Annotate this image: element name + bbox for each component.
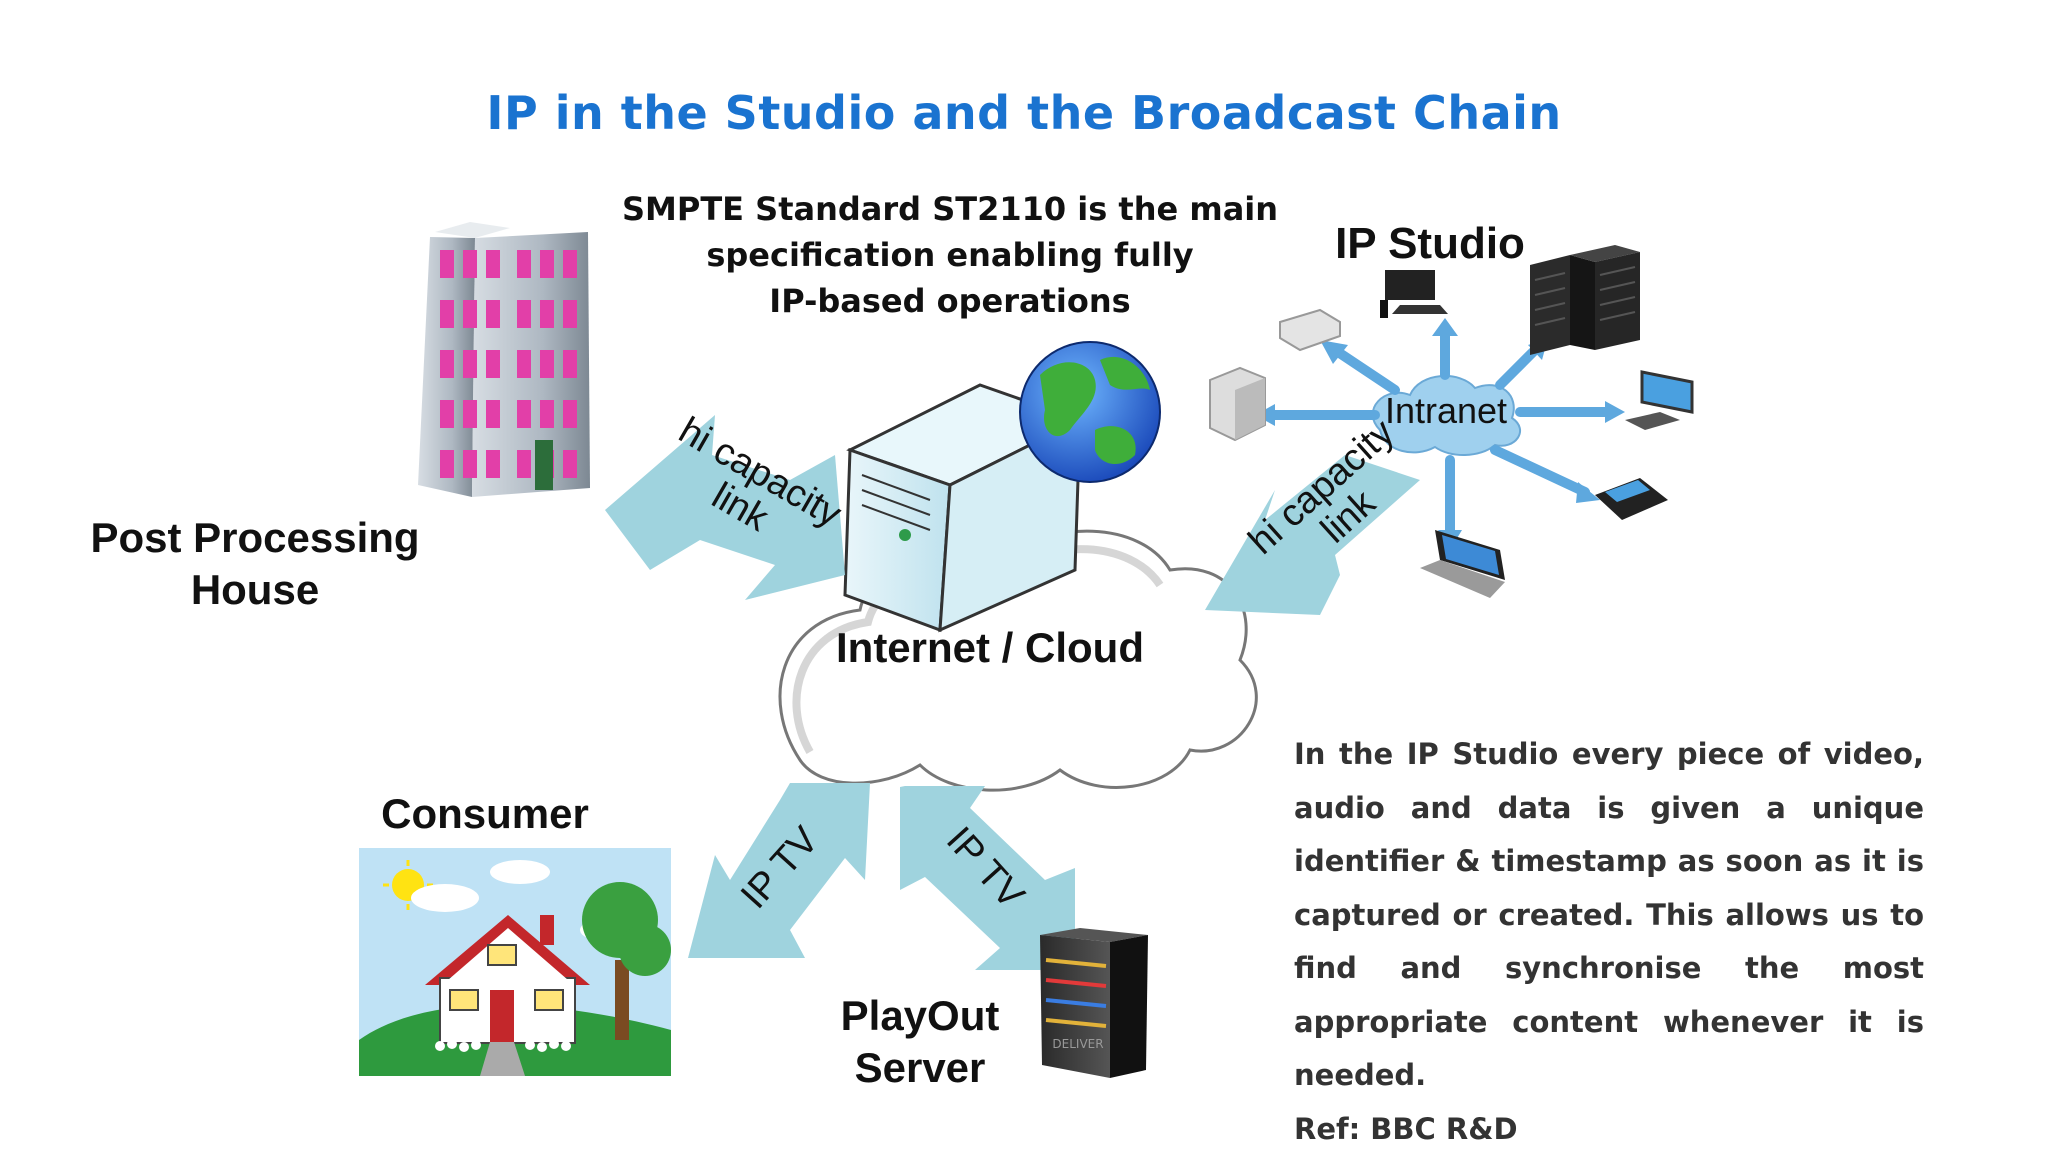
iptv-arrow-left [688, 783, 870, 958]
building-window [563, 300, 577, 328]
building-window [440, 450, 454, 478]
workstation-icon [1380, 270, 1448, 318]
building-window [486, 300, 500, 328]
building-window [463, 450, 477, 478]
smpte-line: IP-based operations [769, 282, 1131, 320]
smpte-line: SMPTE Standard ST2110 is the main [621, 190, 1279, 228]
building-icon [418, 222, 590, 497]
building-window [517, 300, 531, 328]
globe-icon [1019, 341, 1161, 483]
building-window [540, 350, 554, 378]
playout-server-icon: DELIVER [1040, 928, 1148, 1078]
pc-tower-icon [1209, 366, 1266, 442]
building-window [463, 300, 477, 328]
building-window [540, 400, 554, 428]
intranet-label: Intranet [1384, 390, 1508, 431]
monitor-icon [1625, 370, 1694, 430]
building-window [540, 250, 554, 278]
info-paragraph: In the IP Studio every piece of video, a… [1294, 737, 1924, 1092]
building-window [563, 350, 577, 378]
building-window [540, 300, 554, 328]
building-window [563, 450, 577, 478]
ip-studio-label: IP Studio [1335, 219, 1525, 268]
server-rack-icon [1530, 245, 1640, 355]
building-window [563, 250, 577, 278]
intranet-cluster [1209, 245, 1694, 598]
building-window [463, 350, 477, 378]
building-window [440, 250, 454, 278]
building-window [463, 400, 477, 428]
consumer-label: Consumer [381, 790, 589, 837]
building-window [440, 400, 454, 428]
phone-icon [1595, 478, 1668, 520]
link-arrow-right [1205, 455, 1420, 615]
arrows [605, 415, 1420, 970]
iptv-arrow-right [900, 786, 1075, 970]
consumer-house-picture [359, 848, 671, 1076]
building-window [486, 250, 500, 278]
internet-cloud-label: Internet / Cloud [836, 624, 1144, 671]
intranet-cloud-icon [1371, 375, 1522, 456]
reference-text: Ref: BBC R&D [1294, 1111, 1518, 1146]
building-window [517, 400, 531, 428]
page-title: IP in the Studio and the Broadcast Chain [486, 86, 1562, 140]
router-icon [1279, 308, 1341, 352]
building-window [517, 450, 531, 478]
laptop-icon [1420, 530, 1505, 598]
building-window [517, 250, 531, 278]
smpte-line: specification enabling fully [706, 236, 1194, 274]
post-processing-label: Post Processing House [90, 514, 420, 613]
building-window [517, 350, 531, 378]
server-brand-text: DELIVER [1052, 1037, 1103, 1051]
link-arrow-left [605, 415, 845, 600]
smpte-statement: SMPTE Standard ST2110 is the main specif… [600, 186, 1300, 324]
info-panel: In the IP Studio every piece of video, a… [1294, 728, 1924, 1156]
playout-server-label: PlayOut Server [840, 992, 1000, 1091]
building-window [463, 250, 477, 278]
building-window [486, 400, 500, 428]
building-window [486, 350, 500, 378]
building-window [440, 300, 454, 328]
building-window [440, 350, 454, 378]
building-window [563, 400, 577, 428]
building-window [486, 450, 500, 478]
